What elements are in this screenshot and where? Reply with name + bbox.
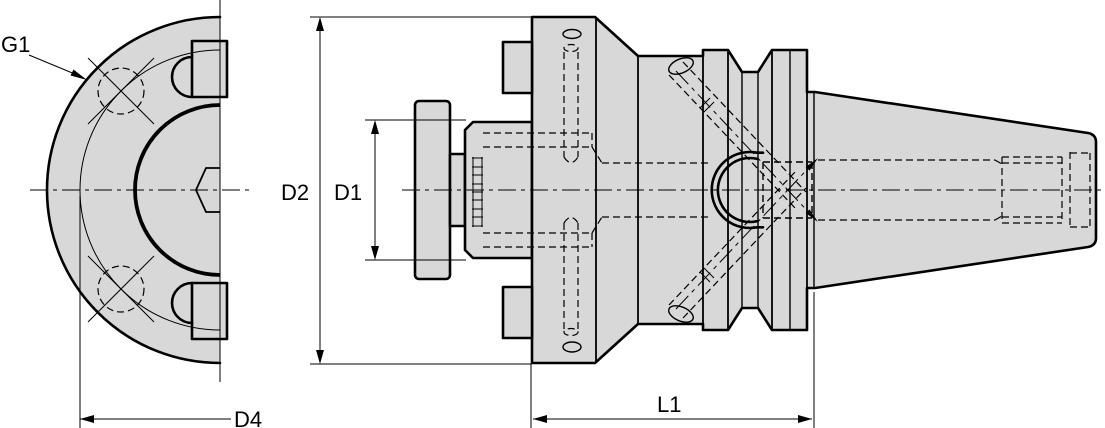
dimension-d1: D1 [334,119,466,261]
mount-hole-bottom [87,255,155,323]
coolant-hole-top [562,28,582,164]
dimension-d2: D2 [281,16,531,365]
coolant-exit-bottom [668,305,694,323]
side-view: D2 D1 L1 [281,15,1103,428]
mount-hole-top [87,57,155,125]
label-d4: D4 [234,407,262,428]
label-g1: G1 [1,32,30,57]
coolant-hole-bottom [562,216,582,353]
drive-slot-bottom-recess [170,281,194,325]
label-l1: L1 [657,392,681,417]
dim-arrow-down [371,246,379,260]
drive-slot-top-recess [170,55,194,99]
leader-arrowhead [70,69,87,80]
drive-slot-top [190,39,229,99]
bolt-circle [79,49,221,331]
coolant-exit-top [668,57,694,75]
front-view: G1 D4 [1,0,262,428]
dim-arrow-up [371,120,379,134]
dim-arrow-left [80,415,94,423]
dim-arrow-left [533,415,547,423]
label-d1: D1 [334,180,362,205]
dimension-d4: D4 [79,196,262,428]
dim-arrow-right [798,415,812,423]
dim-arrow-down [316,350,324,364]
pilot-thread-serration [472,157,483,227]
dimension-l1: L1 [530,292,815,428]
hidden-bores [483,132,710,248]
drive-key-top [501,40,534,95]
dim-arrow-up [316,17,324,31]
flow-arrow-down [805,209,818,222]
drive-slot-bottom [190,281,229,341]
label-d2: D2 [281,180,309,205]
dimension-g1: G1 [1,32,87,80]
drive-key-bottom [501,285,534,340]
taper-thread-bore [818,152,1091,228]
coolant-passages-diagonal [668,57,818,323]
